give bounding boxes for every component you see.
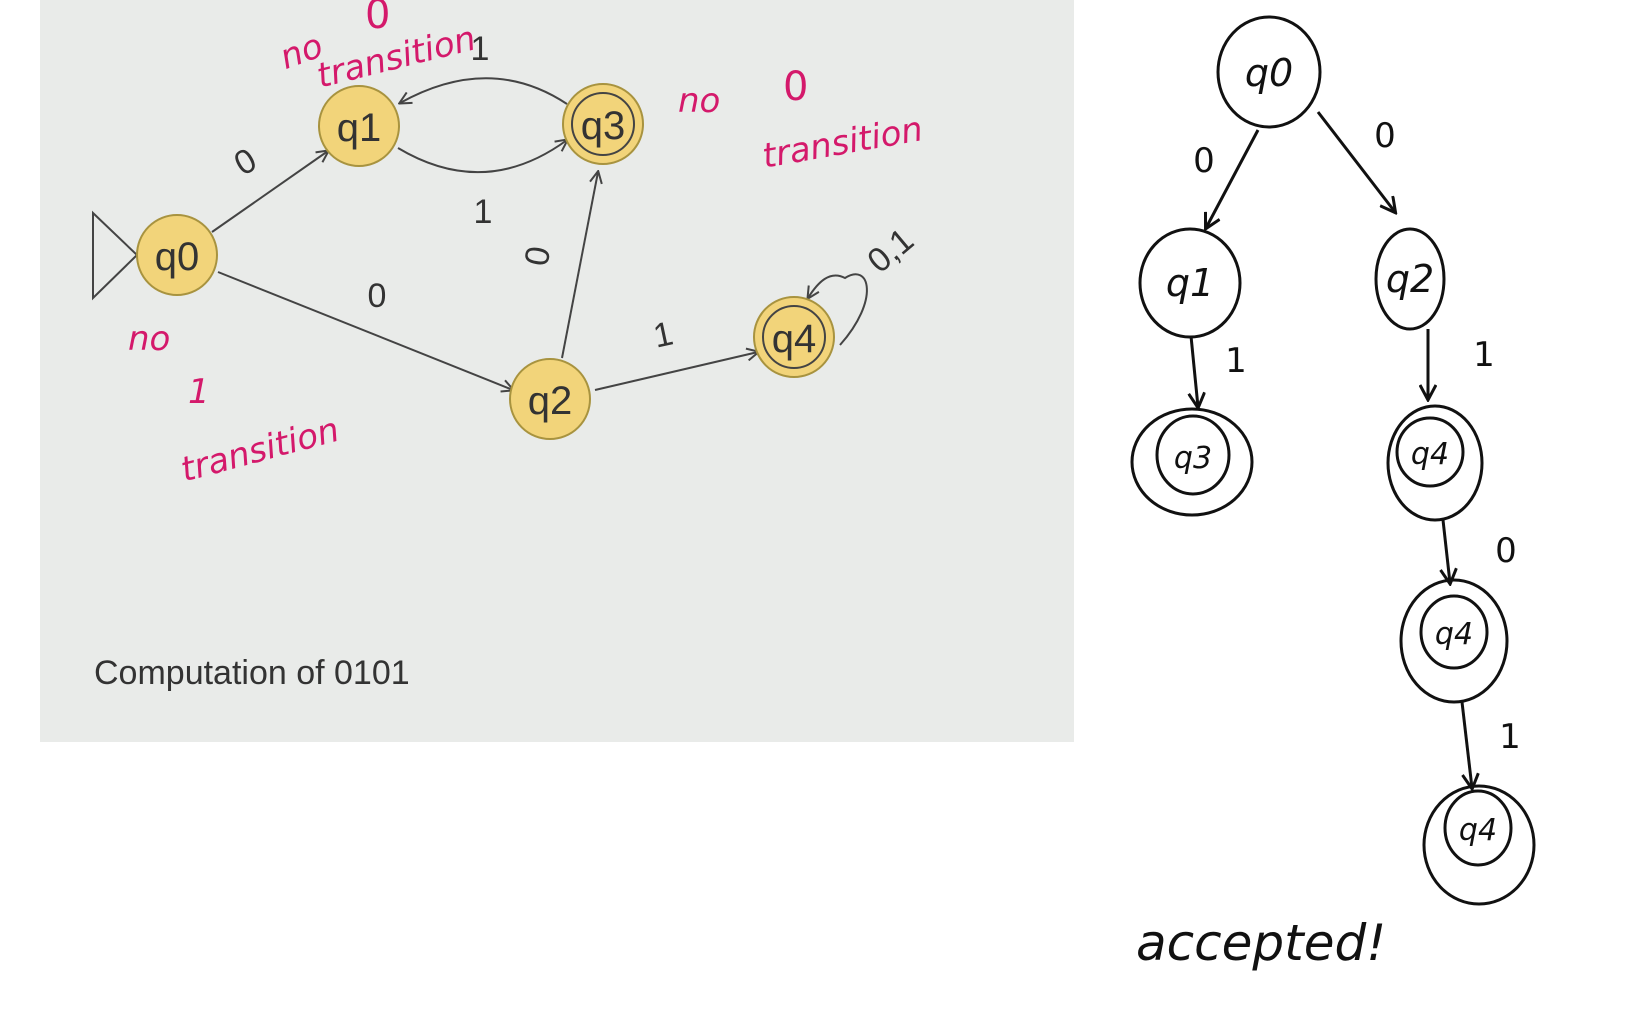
state-q2: q2 bbox=[509, 358, 591, 440]
tree-edge-root-left bbox=[1206, 129, 1260, 228]
edge-q2-q3 bbox=[561, 172, 598, 359]
start-arrow-icon bbox=[92, 210, 139, 301]
tree-node-left-2-inner bbox=[1155, 414, 1231, 496]
tree-edge-label-root-left: 0 bbox=[1193, 141, 1215, 181]
tree-edge-right-3-4 bbox=[1460, 701, 1472, 788]
tree-node-left-2-label: q3 bbox=[1174, 441, 1212, 476]
annotation-q0-one: 1 bbox=[188, 372, 210, 412]
tree-node-right-3-outer bbox=[1399, 578, 1509, 704]
tree-edge-label-right-3-4: 1 bbox=[1499, 717, 1521, 757]
tree-node-right-4-outer bbox=[1422, 784, 1536, 906]
tree-node-right-3-label: q4 bbox=[1435, 617, 1473, 652]
annotation-q3-zero: 0 bbox=[783, 64, 808, 110]
state-q0-label: q0 bbox=[155, 235, 200, 279]
annotation-q0-no: no bbox=[128, 319, 170, 359]
state-q4-label: q4 bbox=[772, 317, 817, 361]
tree-edge-left-1-2 bbox=[1191, 335, 1198, 407]
tree-edge-root-right bbox=[1316, 111, 1395, 212]
edge-q4-loop bbox=[808, 273, 868, 346]
edge-q1-q3 bbox=[397, 140, 567, 173]
tree-node-right-2-outer bbox=[1386, 404, 1484, 522]
tree-node-right-2-label: q4 bbox=[1411, 437, 1449, 472]
tree-node-right-1 bbox=[1374, 227, 1446, 331]
state-q1: q1 bbox=[318, 85, 400, 167]
edge-label-q0-q2: 0 bbox=[368, 277, 387, 315]
tree-node-left-1-label: q1 bbox=[1166, 261, 1214, 305]
tree-node-right-4-label: q4 bbox=[1459, 813, 1497, 848]
edge-q0-q1 bbox=[211, 151, 328, 233]
annotation-q3-no: no bbox=[678, 81, 720, 121]
edge-label-q3-q1: 1 bbox=[471, 30, 490, 68]
edge-q3-q1 bbox=[400, 77, 568, 105]
state-q1-label: q1 bbox=[337, 106, 382, 150]
state-q0: q0 bbox=[136, 214, 218, 296]
tree-result: accepted! bbox=[1136, 914, 1386, 972]
tree-node-left-1 bbox=[1138, 227, 1242, 339]
tree-node-left-2-outer bbox=[1130, 407, 1254, 517]
tree-node-right-4-inner bbox=[1443, 789, 1513, 867]
tree-node-root-label: q0 bbox=[1245, 51, 1293, 95]
state-q3-label: q3 bbox=[581, 104, 626, 148]
tree-node-right-2-inner bbox=[1395, 416, 1465, 488]
state-q4: q4 bbox=[753, 296, 835, 378]
tree-edge-right-2-3 bbox=[1443, 519, 1450, 583]
computation-tree bbox=[1130, 15, 1536, 906]
annotation-q1-zero: 0 bbox=[365, 0, 390, 38]
edge-q2-q4 bbox=[594, 352, 758, 391]
tree-node-root bbox=[1216, 15, 1322, 129]
tree-edge-label-right-2-3: 0 bbox=[1495, 531, 1517, 571]
tree-edge-label-root-right: 0 bbox=[1374, 116, 1396, 156]
tree-node-right-3-inner bbox=[1419, 594, 1489, 670]
edge-q0-q2 bbox=[217, 271, 513, 390]
edge-label-q1-q3: 1 bbox=[474, 193, 493, 231]
state-q2-label: q2 bbox=[528, 379, 573, 423]
tree-node-right-1-label: q2 bbox=[1386, 257, 1434, 301]
tree-edge-label-right-1-2: 1 bbox=[1473, 335, 1495, 375]
state-q3: q3 bbox=[562, 83, 644, 165]
slide-caption: Computation of 0101 bbox=[94, 654, 410, 692]
tree-edge-label-left-1-2: 1 bbox=[1225, 341, 1247, 381]
